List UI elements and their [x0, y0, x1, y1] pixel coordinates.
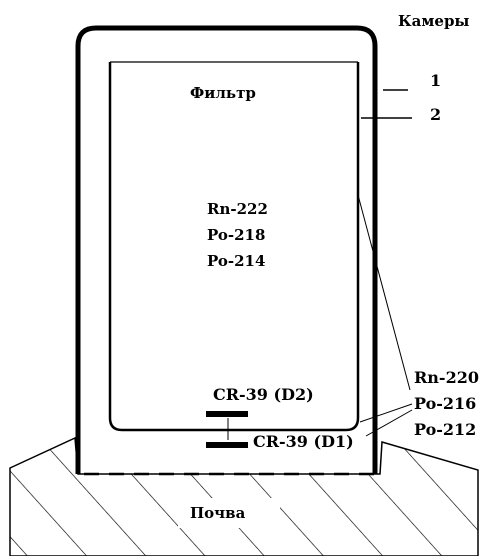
detector-d1-label: CR-39 (D1) — [253, 432, 354, 451]
leader-line-d1 — [365, 409, 413, 437]
inner-isotope-rn222: Rn-222 — [207, 200, 268, 218]
outer-isotope-rn220: Rn-220 — [414, 368, 479, 387]
detector-d2-plate — [206, 411, 248, 417]
outer-isotope-po212: Po-212 — [414, 420, 477, 439]
callout-label-1: 1 — [430, 71, 442, 90]
inner-chamber — [108, 62, 360, 432]
callout-label-2: 2 — [430, 105, 442, 124]
filter-label: Фильтр — [190, 84, 256, 102]
leader-line-upper — [357, 194, 411, 391]
outer-chamber — [75, 25, 378, 474]
detector-d2-label: CR-39 (D2) — [213, 385, 314, 404]
inner-isotope-po214: Po-214 — [207, 252, 266, 270]
leader-line-lower — [359, 403, 413, 423]
outer-isotope-po216: Po-216 — [414, 394, 477, 413]
detector-d1-plate — [206, 442, 248, 448]
inner-isotope-po218: Po-218 — [207, 226, 266, 244]
soil-label: Почва — [190, 504, 246, 522]
title-cameras: Камеры — [398, 12, 470, 30]
